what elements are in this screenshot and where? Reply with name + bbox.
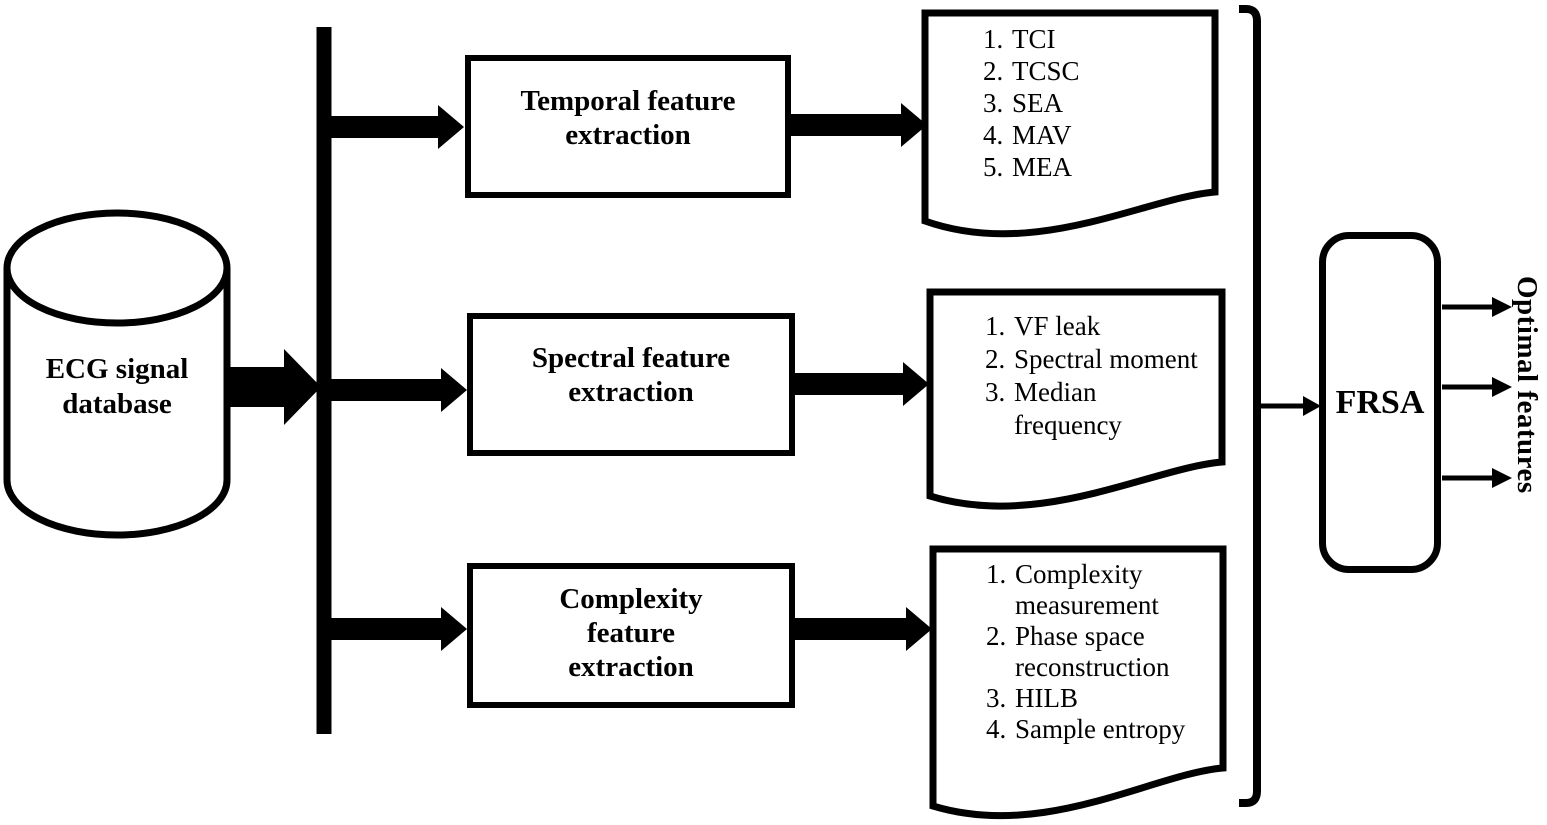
list-item: 1. TCI <box>983 23 1080 55</box>
document-shape-spectral <box>926 288 1226 510</box>
arrow-complexity-to-list-icon <box>793 607 932 651</box>
feature-list-spectral: 1. VF leak 2. Spectral moment 3. Median … <box>985 310 1198 442</box>
item-number: 2. <box>986 621 1007 651</box>
document-shape-temporal <box>921 9 1219 238</box>
item-number: 3. <box>986 683 1007 713</box>
list-item: 3. SEA <box>983 87 1080 119</box>
optimal-features-label: Optimal features <box>1511 276 1543 494</box>
item-text: Sample entropy <box>1015 714 1186 744</box>
process-label-spectral: Spectral feature extraction <box>531 342 731 408</box>
item-number: 4. <box>986 714 1007 744</box>
arrow-frsa-output-1-icon <box>1442 297 1512 317</box>
list-item: 1. VF leak <box>985 310 1198 343</box>
feature-list-complexity: 1. Complexity measurement 2. Phase space… <box>986 559 1185 745</box>
list-item: 1. Complexity measurement <box>986 559 1185 621</box>
list-item: 4. MAV <box>983 119 1080 151</box>
list-item: 3. Median frequency <box>985 376 1198 442</box>
arrow-database-to-bus-icon <box>230 349 321 425</box>
item-text: Spectral moment <box>1014 344 1198 374</box>
arrow-bus-to-complexity-icon <box>326 607 467 651</box>
item-text: VF leak <box>1014 311 1101 341</box>
arrow-spectral-to-list-icon <box>793 362 929 406</box>
group-bracket-icon <box>1239 4 1261 807</box>
list-item: 2. TCSC <box>983 55 1080 87</box>
arrow-frsa-output-3-icon <box>1442 468 1512 488</box>
item-text: TCSC <box>1012 56 1080 86</box>
list-item: 5. MEA <box>983 151 1080 183</box>
frsa-box: FRSA <box>1319 232 1441 573</box>
list-item: 2. Spectral moment <box>985 343 1198 376</box>
process-box-spectral: Spectral feature extraction <box>467 313 795 456</box>
item-text: HILB <box>1015 683 1078 713</box>
process-label-temporal: Temporal feature extraction <box>520 85 736 151</box>
item-number: 1. <box>986 559 1007 589</box>
item-number: 1. <box>983 24 1004 54</box>
item-text: MAV <box>1012 120 1072 150</box>
arrow-bus-to-spectral-icon <box>326 368 467 412</box>
item-number: 4. <box>983 120 1004 150</box>
item-text: Median frequency <box>1014 377 1122 440</box>
database-cylinder <box>3 268 231 539</box>
document-shape-complexity <box>929 545 1227 820</box>
item-number: 3. <box>985 377 1006 407</box>
database-cylinder-top <box>3 209 231 327</box>
list-item: 4. Sample entropy <box>986 714 1185 745</box>
item-text: SEA <box>1012 88 1064 118</box>
item-text: MEA <box>1012 152 1072 182</box>
item-text: TCI <box>1012 24 1056 54</box>
arrow-temporal-to-list-icon <box>789 103 927 147</box>
list-item: 3. HILB <box>986 683 1185 714</box>
item-number: 5. <box>983 152 1004 182</box>
arrow-bracket-to-frsa-icon <box>1261 396 1321 416</box>
process-label-complexity: Complexity feature extraction <box>559 583 703 683</box>
item-text: Complexity measurement <box>1015 559 1159 620</box>
item-text: Phase space reconstruction <box>1015 621 1170 682</box>
item-number: 1. <box>985 311 1006 341</box>
item-number: 2. <box>985 344 1006 374</box>
arrow-bus-to-temporal-icon <box>326 105 464 149</box>
feature-list-temporal: 1. TCI 2. TCSC 3. SEA 4. MAV 5. MEA <box>983 23 1080 183</box>
process-box-complexity: Complexity feature extraction <box>467 563 795 708</box>
item-number: 2. <box>983 56 1004 86</box>
list-item: 2. Phase space reconstruction <box>986 621 1185 683</box>
process-box-temporal: Temporal feature extraction <box>465 55 791 198</box>
frsa-label: FRSA <box>1335 383 1425 421</box>
item-number: 3. <box>983 88 1004 118</box>
database-label: ECG signal database <box>45 353 189 420</box>
arrow-frsa-output-2-icon <box>1442 377 1512 397</box>
